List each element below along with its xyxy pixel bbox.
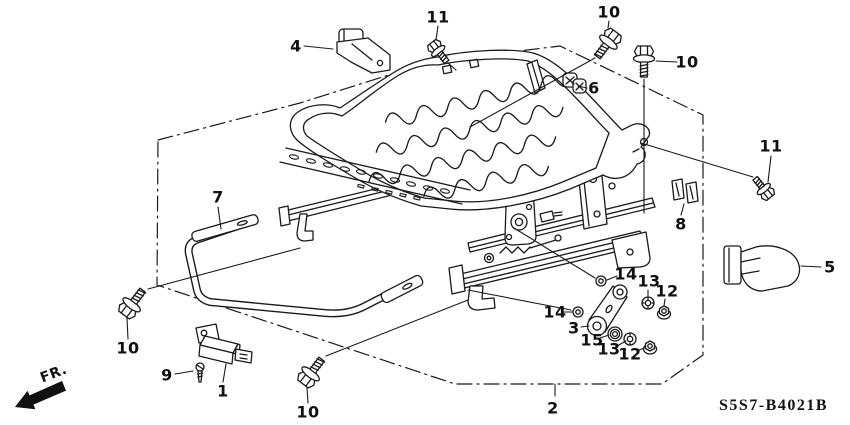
link-hardware-cluster	[572, 275, 672, 355]
part-label-12: 12	[655, 281, 679, 301]
view-boundary	[156, 45, 704, 385]
part-label-13: 13	[597, 339, 621, 359]
sensor-part-1	[195, 323, 253, 365]
bolt-11-icon	[748, 172, 778, 204]
leader-lines	[126, 20, 822, 404]
part-label-6: 6	[588, 78, 600, 98]
part-label-10: 10	[597, 2, 621, 22]
part-label-5: 5	[824, 257, 836, 277]
part-label-11: 11	[759, 136, 783, 156]
part-label-10: 10	[296, 402, 320, 422]
nut-part-13	[641, 296, 655, 310]
diagram-part-code: S5S7-B4021B	[719, 397, 828, 414]
part-label-14: 14	[614, 264, 638, 284]
flange-bolt-10-icon	[293, 352, 331, 391]
flange-bolt-10-icon	[632, 45, 656, 78]
part-label-10: 10	[675, 52, 699, 72]
stabilizer-bar	[184, 214, 424, 318]
part-label-9: 9	[161, 365, 173, 385]
seat-springs	[279, 75, 573, 205]
part-label-1: 1	[217, 381, 229, 401]
part-label-2: 2	[547, 398, 559, 418]
left-slide-rail	[278, 183, 397, 242]
part-label-8: 8	[675, 214, 687, 234]
washer-part-14	[595, 275, 607, 287]
part-label-7: 7	[212, 187, 224, 207]
flange-bolt-10-icon	[588, 25, 626, 64]
washer-part-14	[572, 306, 584, 318]
bushing-part-15	[607, 326, 623, 342]
part-label-15: 15	[580, 330, 604, 350]
clip-part-8	[671, 178, 699, 204]
part-label-14: 14	[543, 302, 567, 322]
cover-part-5	[723, 245, 801, 292]
flange-bolt-10-icon	[114, 283, 152, 322]
bracket-part-4	[336, 28, 391, 74]
screw-part-9	[195, 362, 205, 383]
nut-part-12	[642, 340, 658, 355]
part-label-10: 10	[116, 338, 140, 358]
part-label-11: 11	[426, 7, 450, 27]
fr-direction-arrow-icon	[15, 381, 66, 410]
nut-part-13	[623, 332, 637, 346]
part-label-13: 13	[637, 271, 661, 291]
part-label-12: 12	[618, 344, 642, 364]
part-label-4: 4	[290, 36, 302, 56]
nut-part-12	[656, 305, 672, 320]
part-label-3: 3	[568, 318, 580, 338]
